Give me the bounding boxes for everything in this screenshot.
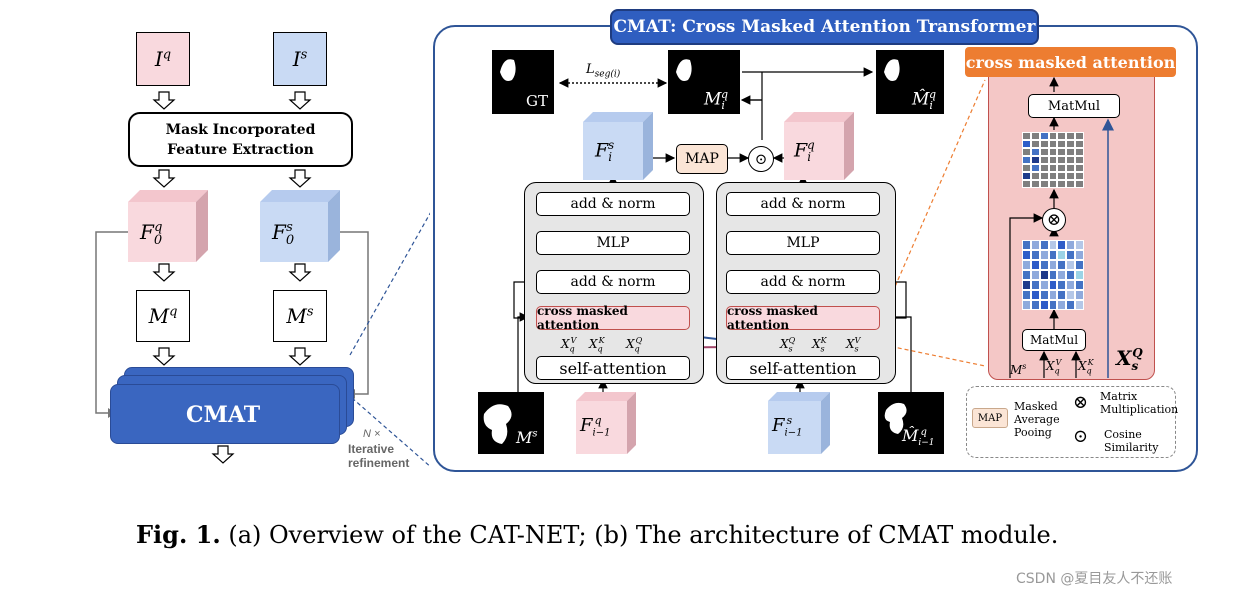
refined-query-mask: M̂iq [876, 50, 944, 114]
legend-matmul-text: Matrix Multiplication [1100, 390, 1179, 416]
mlp-left: MLP [536, 231, 690, 255]
support-prev-feature-cube: Fi−1s [768, 392, 830, 454]
ground-truth-mask: GT [492, 50, 554, 114]
support-mask-box: Ms [273, 290, 327, 342]
left-query-label: XqQ [626, 336, 643, 354]
attention-map-top [1022, 132, 1084, 188]
detail-value-label: XqV [1046, 358, 1062, 376]
down-arrow-icon [152, 263, 176, 282]
matmul-top: MatMul [1028, 94, 1120, 118]
watermark: CSDN @夏目友人不还账 [1016, 571, 1173, 587]
legend-matmul-icon: ⊗ [1073, 392, 1089, 413]
caption-fig-number: Fig. 1. [136, 520, 221, 549]
cmat-title: CMAT: Cross Masked Attention Transformer [610, 9, 1039, 45]
query-prev-feature-cube: Fi−1q [576, 392, 636, 454]
mlp-right: MLP [726, 231, 880, 255]
down-arrow-icon [288, 91, 312, 110]
right-query-label: XsQ [780, 336, 796, 354]
detail-support-mask-label: Ms [1010, 362, 1027, 377]
cmat-card-front [110, 384, 340, 444]
self-attention-left: self-attention [536, 356, 690, 380]
down-arrow-icon [288, 347, 312, 366]
iteration-text: Iterative refinement [348, 442, 410, 470]
query-mask-box: Mq [136, 290, 190, 342]
down-arrow-icon [211, 445, 235, 464]
query-feature-i-cube: Fiq [784, 112, 854, 180]
left-value-label: XqV [561, 336, 577, 354]
down-arrow-icon [288, 169, 312, 188]
support-mask-input: Ms [478, 392, 544, 454]
add-norm-top-left: add & norm [536, 192, 690, 216]
attention-map-bottom [1022, 240, 1084, 310]
right-key-label: XsK [812, 336, 827, 354]
query-image-input: Iq [136, 32, 190, 86]
legend-cosine-icon: ⊙ [1073, 426, 1089, 447]
legend-map-text: Masked Average Pooing [1014, 400, 1060, 439]
add-norm-bottom-right: add & norm [726, 270, 880, 294]
support-feature-i-cube: Fis [583, 112, 653, 180]
predicted-query-mask: Miq [668, 50, 740, 114]
matmul-bottom: MatMul [1022, 329, 1086, 351]
figure-caption: Fig. 1. (a) Overview of the CAT-NET; (b)… [136, 520, 1058, 549]
legend-map-box: MAP [972, 408, 1008, 428]
feature-extraction-block: Mask Incorporated Feature Extraction [128, 112, 353, 167]
query-feature-cube: F0q [128, 190, 208, 265]
cross-attention-detail-title: cross masked attention [965, 47, 1176, 77]
right-value-label: XsV [846, 336, 861, 354]
down-arrow-icon [152, 169, 176, 188]
detail-key-label: XqK [1078, 358, 1094, 376]
map-box: MAP [676, 144, 728, 174]
matrix-multiplication-node: ⊗ [1042, 208, 1066, 232]
left-key-label: XqK [589, 336, 605, 354]
legend-cosine-text: Cosine Similarity [1104, 428, 1159, 454]
support-feature-cube: F0s [260, 190, 340, 265]
add-norm-top-right: add & norm [726, 192, 880, 216]
down-arrow-icon [152, 91, 176, 110]
down-arrow-icon [288, 263, 312, 282]
cross-masked-attention-left: cross masked attention [536, 304, 690, 332]
cmat-label: CMAT [186, 402, 261, 428]
overview-arrows [95, 91, 430, 468]
cross-attention-detail-panel [988, 70, 1155, 380]
detail-query-label: XsQ [1116, 346, 1143, 373]
segmentation-loss-label: Lseg(i) [586, 62, 621, 80]
support-image-input: Is [273, 32, 327, 86]
add-norm-bottom-left: add & norm [536, 270, 690, 294]
iteration-note: N × [363, 428, 381, 440]
down-arrow-icon [152, 347, 176, 366]
prev-query-mask-input: M̂i−1q [878, 392, 944, 454]
self-attention-right: self-attention [726, 356, 880, 380]
cosine-similarity-node: ⊙ [748, 146, 774, 172]
cross-masked-attention-right: cross masked attention [726, 304, 880, 332]
caption-text: (a) Overview of the CAT-NET; (b) The arc… [228, 521, 1059, 549]
